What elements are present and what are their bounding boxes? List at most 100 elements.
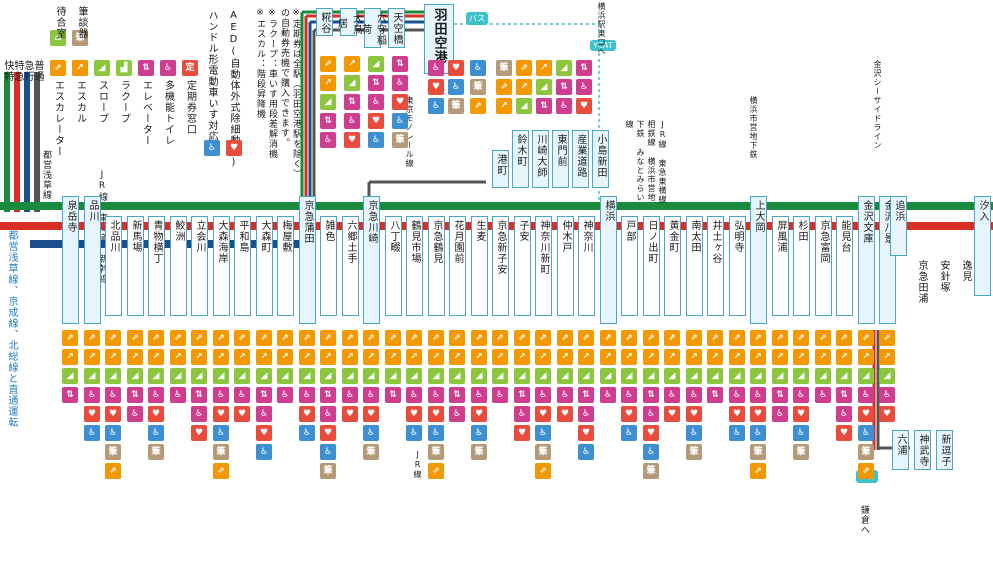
wheelchair-icon: ♿ bbox=[643, 444, 659, 460]
station-6[interactable]: 立会川 bbox=[191, 216, 208, 316]
writing-icon: 筆 bbox=[428, 444, 444, 460]
slope-icon: ◢ bbox=[213, 368, 229, 384]
station-facility-icons: ⇗↗◢♿ bbox=[600, 330, 616, 403]
slope-icon: ◢ bbox=[385, 368, 401, 384]
station-33[interactable]: 屏風浦 bbox=[772, 216, 789, 316]
station-anjinzuka[interactable]: 安針塚 bbox=[936, 260, 951, 296]
station-3[interactable]: 新馬場 bbox=[127, 216, 144, 316]
station-13[interactable]: 六郷土手 bbox=[342, 216, 359, 316]
station-shinzushi[interactable]: 新逗子 bbox=[936, 430, 953, 470]
escalator-up-icon: ↗ bbox=[643, 349, 659, 365]
slope-icon: ◢ bbox=[320, 368, 336, 384]
multipurpose-toilet-icon: ♿ bbox=[793, 387, 809, 403]
wheelchair-icon: ♿ bbox=[256, 444, 272, 460]
escalator-up-icon: ↗ bbox=[750, 349, 766, 365]
escalator-icon: ⇗ bbox=[428, 463, 444, 479]
aed-icon: ♥ bbox=[84, 406, 100, 422]
legend-note-escal: ※エスカル：階段昇降機 bbox=[255, 8, 265, 119]
station-anamori-inari[interactable]: 穴守稲荷 bbox=[360, 8, 386, 48]
station-higashi-monzen[interactable]: 東門前 bbox=[552, 130, 569, 188]
escalator-icon: ⇗ bbox=[643, 330, 659, 346]
station-suzukicho[interactable]: 鈴木町 bbox=[512, 130, 529, 188]
station-7[interactable]: 大森海岸 bbox=[213, 216, 230, 316]
station-oppama[interactable]: 追浜 bbox=[890, 196, 907, 256]
escalator-up-icon: ↗ bbox=[471, 349, 487, 365]
elevator-icon: ⇅ bbox=[707, 387, 723, 403]
elevator-icon: ⇅ bbox=[514, 387, 530, 403]
station-37[interactable]: 金沢文庫 bbox=[858, 196, 875, 324]
station-1[interactable]: 品川 bbox=[84, 196, 101, 324]
aed-icon: ♥ bbox=[621, 406, 637, 422]
station-0[interactable]: 泉岳寺 bbox=[62, 196, 79, 324]
station-facility-icons: ⇗↗◢♿♥ bbox=[557, 330, 573, 422]
station-keikyu-taura[interactable]: 京急田浦 bbox=[914, 260, 929, 307]
station-kawasaki-daishi[interactable]: 川崎大師 bbox=[532, 130, 549, 188]
station-facility-icons: ⇗↗◢⇅♿♥♿ bbox=[578, 330, 594, 460]
escalator-up-icon: ↗ bbox=[707, 349, 723, 365]
station-26[interactable]: 戸部 bbox=[621, 216, 638, 316]
multipurpose-toilet-icon: ♿ bbox=[256, 406, 272, 422]
escalator-icon: ⇗ bbox=[535, 330, 551, 346]
station-otorii[interactable]: 大鳥居 bbox=[336, 8, 362, 36]
station-10[interactable]: 梅屋敷 bbox=[277, 216, 294, 316]
station-facility-icons: ⇗↗◢♿♥♿筆⇗ bbox=[105, 330, 121, 479]
station-facility-icons: ⇗↗◢♿♥♿筆 bbox=[686, 330, 702, 460]
slope-icon: ◢ bbox=[428, 368, 444, 384]
station-17[interactable]: 京急鶴見 bbox=[428, 216, 445, 316]
station-9[interactable]: 大森町 bbox=[256, 216, 273, 316]
station-14[interactable]: 京急川崎 bbox=[363, 196, 380, 324]
station-25[interactable]: 横浜 bbox=[600, 196, 617, 324]
station-sangyo-doro[interactable]: 産業道路 bbox=[572, 130, 589, 188]
station-12[interactable]: 雑色 bbox=[320, 216, 337, 316]
station-32[interactable]: 上大岡 bbox=[750, 196, 767, 324]
aed-icon: ♥ bbox=[686, 406, 702, 422]
station-15[interactable]: 八丁畷 bbox=[385, 216, 402, 316]
station-20[interactable]: 京急新子安 bbox=[492, 216, 509, 316]
station-tenkubashi[interactable]: 天空橋 bbox=[388, 8, 405, 48]
station-28[interactable]: 黄金町 bbox=[664, 216, 681, 316]
station-30[interactable]: 井土ヶ谷 bbox=[707, 216, 724, 316]
station-35[interactable]: 京急富岡 bbox=[815, 216, 832, 316]
station-34[interactable]: 杉田 bbox=[793, 216, 810, 316]
station-8[interactable]: 平和島 bbox=[234, 216, 251, 316]
elevator-icon: ⇅ bbox=[449, 387, 465, 403]
escalator-up-icon: ↗ bbox=[213, 349, 229, 365]
escalator-up-icon: ↗ bbox=[858, 349, 874, 365]
escalator-icon: ⇗ bbox=[516, 60, 532, 76]
through-service-label: 都営浅草線、京成線、北総線と直通運転 bbox=[6, 230, 17, 428]
station-24[interactable]: 神奈川 bbox=[578, 216, 595, 316]
escalator-up-icon: ↗ bbox=[299, 349, 315, 365]
station-29[interactable]: 南太田 bbox=[686, 216, 703, 316]
elevator-icon: ⇅ bbox=[344, 94, 360, 110]
station-22[interactable]: 神奈川新町 bbox=[535, 216, 552, 316]
station-hemi[interactable]: 逸見 bbox=[958, 260, 973, 285]
station-16[interactable]: 鶴見市場 bbox=[406, 216, 423, 316]
slope-icon: ◢ bbox=[514, 368, 530, 384]
station-mutsuura[interactable]: 六浦 bbox=[892, 430, 909, 470]
multipurpose-toilet-icon: ♿ bbox=[320, 406, 336, 422]
station-18[interactable]: 花月園前 bbox=[449, 216, 466, 316]
station-11[interactable]: 京急蒲田 bbox=[299, 196, 316, 324]
station-31[interactable]: 弘明寺 bbox=[729, 216, 746, 316]
station-36[interactable]: 能見台 bbox=[836, 216, 853, 316]
aed-icon: ♥ bbox=[729, 406, 745, 422]
station-kojiya[interactable]: 糀谷 bbox=[316, 8, 333, 36]
station-5[interactable]: 鮫洲 bbox=[170, 216, 187, 316]
station-kojima-shinden[interactable]: 小島新田 bbox=[592, 130, 609, 188]
station-4[interactable]: 青物横丁 bbox=[148, 216, 165, 316]
escalator-up-icon: ↗ bbox=[320, 75, 336, 91]
slope-icon: ◢ bbox=[578, 368, 594, 384]
aed-icon: ♥ bbox=[836, 425, 852, 441]
station-23[interactable]: 仲木戸 bbox=[557, 216, 574, 316]
legend-note-rakupu: ※ラクープ：車いす用段差解消機 bbox=[267, 8, 277, 159]
station-shioiri[interactable]: 汐入 bbox=[974, 196, 991, 296]
waiting-room-icon: ⌂ bbox=[50, 30, 66, 46]
aed-icon: ♥ bbox=[213, 406, 229, 422]
station-2[interactable]: 北品川 bbox=[105, 216, 122, 316]
multipurpose-toilet-icon: ♿ bbox=[879, 387, 895, 403]
station-21[interactable]: 子安 bbox=[514, 216, 531, 316]
station-minatocho[interactable]: 港町 bbox=[492, 150, 509, 188]
station-19[interactable]: 生麦 bbox=[471, 216, 488, 316]
station-27[interactable]: 日ノ出町 bbox=[643, 216, 660, 316]
station-jimmuji[interactable]: 神武寺 bbox=[914, 430, 931, 470]
